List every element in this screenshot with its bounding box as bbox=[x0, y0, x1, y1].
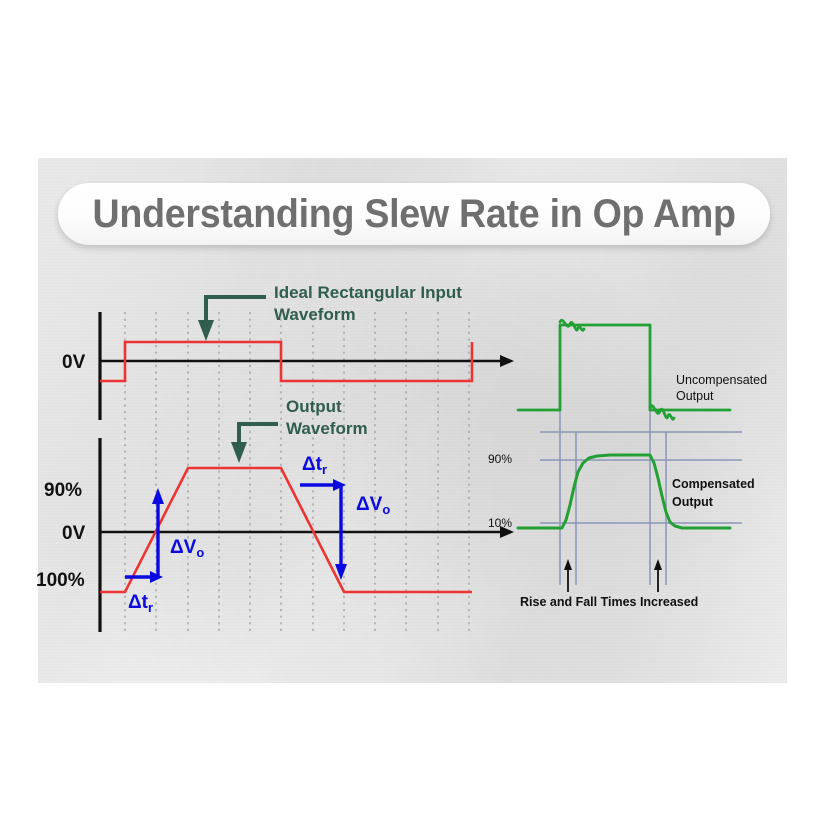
rising-delta-v-label: ΔVo bbox=[170, 537, 204, 560]
input-annotation-line2: Waveform bbox=[274, 305, 356, 324]
rising-delta-t-label: Δtr bbox=[128, 592, 153, 615]
uncompensated-output-trace bbox=[516, 319, 732, 421]
fall-arrowhead bbox=[654, 559, 662, 570]
rising-edge-delta-v-arrow bbox=[152, 488, 164, 578]
ninety-percent-tick: 90% bbox=[488, 452, 512, 466]
output-hundred-percent-label: 100% bbox=[36, 570, 85, 591]
input-annotation-arrow bbox=[198, 295, 266, 341]
output-annotation-line1: Output bbox=[286, 397, 342, 416]
paper-canvas bbox=[38, 158, 787, 683]
output-annotation-line2: Waveform bbox=[286, 419, 368, 438]
uncompensated-caption-line2: Output bbox=[676, 389, 714, 403]
uncompensated-caption-line1: Uncompensated bbox=[676, 373, 767, 387]
falling-delta-v-label: ΔVo bbox=[356, 494, 390, 517]
output-waveform-trace bbox=[100, 466, 472, 594]
compensated-caption-line1: Compensated bbox=[672, 477, 755, 491]
output-zero-volt-label: 0V bbox=[62, 523, 86, 544]
rise-arrowhead bbox=[564, 559, 572, 570]
input-zero-volt-label: 0V bbox=[62, 352, 86, 373]
ten-percent-tick: 10% bbox=[488, 516, 512, 530]
input-annotation-line1: Ideal Rectangular Input bbox=[274, 283, 462, 302]
input-waveform-trace bbox=[100, 340, 474, 383]
page-title: Understanding Slew Rate in Op Amp bbox=[92, 191, 736, 236]
title-plaque: Understanding Slew Rate in Op Amp bbox=[58, 183, 770, 245]
output-ninety-percent-label: 90% bbox=[44, 480, 82, 501]
rise-fall-callout-arrows bbox=[567, 566, 659, 592]
paper-grain-texture bbox=[38, 158, 787, 683]
falling-delta-t-label: Δtr bbox=[302, 454, 327, 477]
rise-fall-footnote: Rise and Fall Times Increased bbox=[520, 595, 698, 609]
compensated-caption-line2: Output bbox=[672, 495, 714, 509]
falling-edge-delta-v-arrow bbox=[335, 484, 347, 580]
compensated-output-trace bbox=[516, 453, 732, 530]
input-axes bbox=[98, 312, 514, 420]
output-annotation-arrow bbox=[231, 422, 278, 463]
output-axes bbox=[98, 438, 514, 632]
grid-lines bbox=[124, 312, 470, 632]
